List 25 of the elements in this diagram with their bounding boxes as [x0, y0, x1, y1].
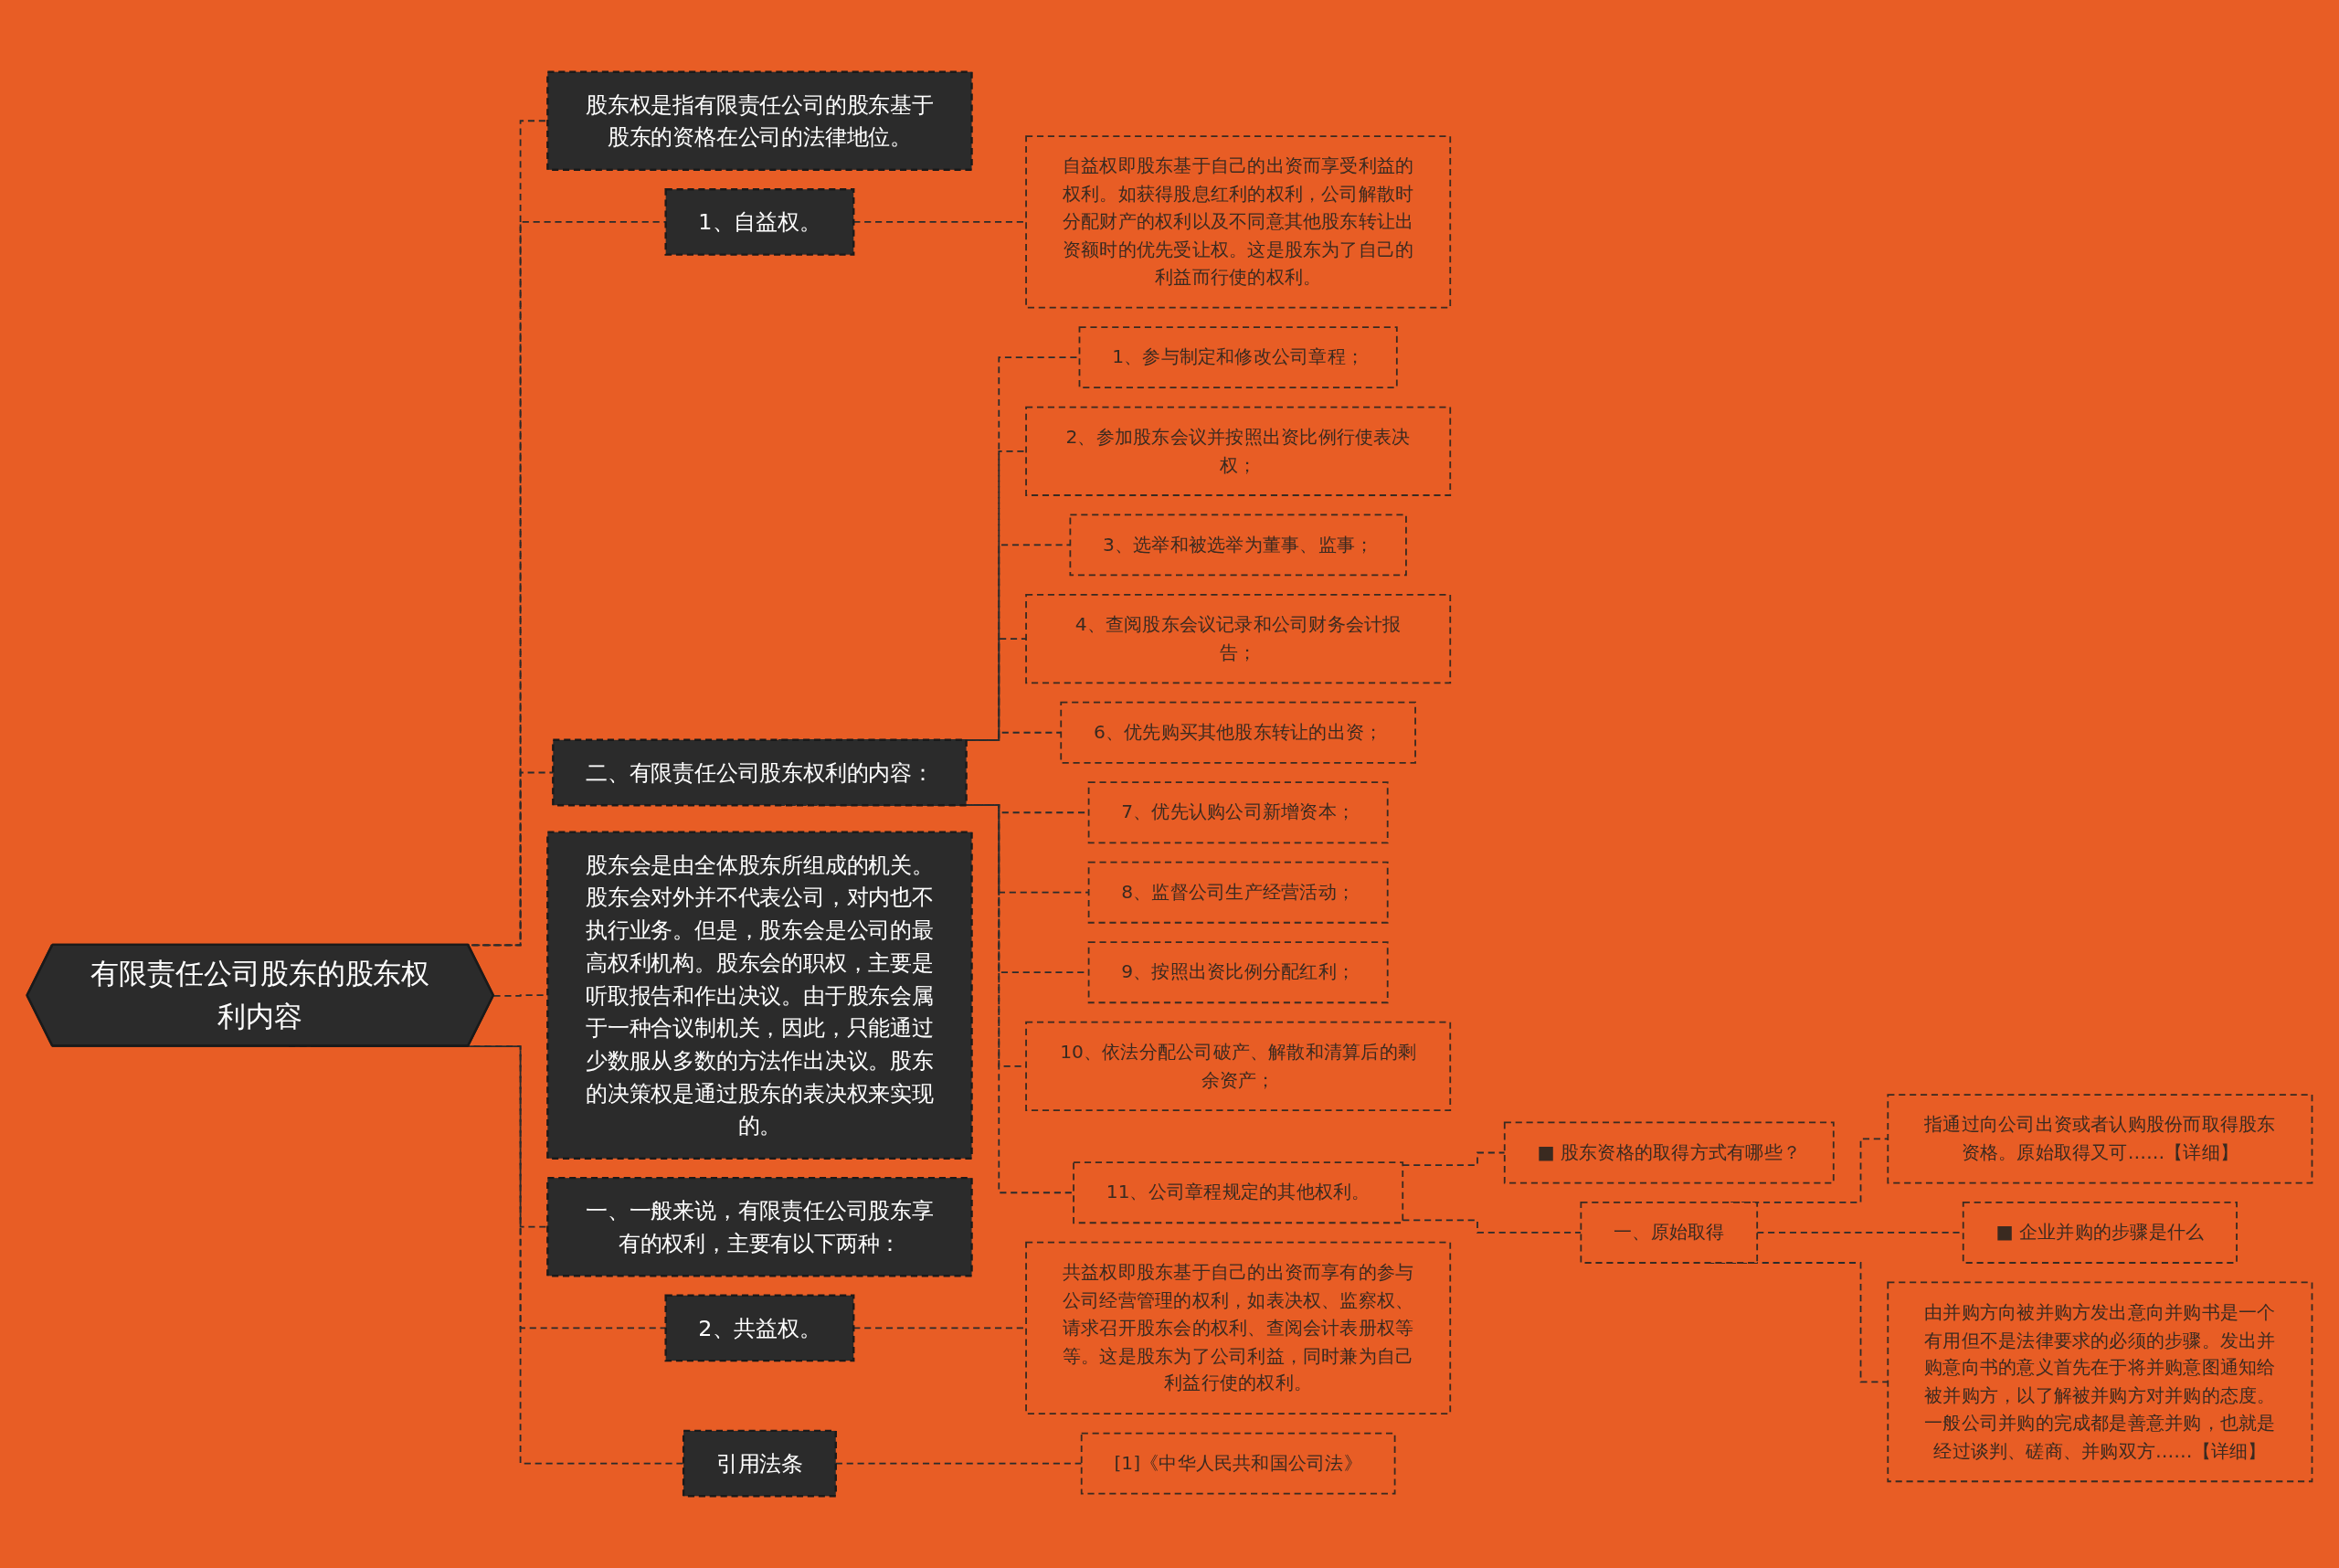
node-box: 一、原始取得 [1580, 1202, 1759, 1264]
node-box: 7、优先认购公司新增资本； [1087, 781, 1389, 844]
node-box: 股东会是由全体股东所组成的机关。股东会对外并不代表公司，对内也不执行业务。但是，股东会是公司的最高权利机构。股东会的职权，主要是听取报告和作出决议。由于股东会属于一种合议制机关，因此，只能通过少数服从多数的方法作出决议。股东的决策权是通过股东的表决权来实现的。 [546, 831, 973, 1160]
node-box: 指通过向公司出资或者认购股份而取得股东资格。原始取得又可……【详细】 [1887, 1094, 2313, 1184]
node-box: 10、依法分配公司破产、解散和清算后的剩余资产； [1025, 1021, 1452, 1111]
node-box: 6、优先购买其他股东转让的出资； [1060, 701, 1416, 764]
node-box: 9、按照出资比例分配红利； [1087, 941, 1389, 1004]
node-box: 一、一般来说，有限责任公司股东享有的权利，主要有以下两种： [546, 1176, 973, 1277]
node-box: ■ 企业并购的步骤是什么 [1962, 1202, 2238, 1264]
node-box: 引用法条 [682, 1429, 837, 1498]
node-box: 1、自益权。 [664, 188, 855, 256]
node-box: 11、公司章程规定的其他权利。 [1073, 1161, 1404, 1224]
node-box: ■ 股东资格的取得方式有哪些？ [1503, 1121, 1835, 1184]
node-box: 二、有限责任公司股东权利的内容： [552, 738, 968, 807]
node-box: 4、查阅股东会议记录和公司财务会计报告； [1025, 594, 1452, 684]
node-box: 2、参加股东会议并按照出资比例行使表决权； [1025, 406, 1452, 496]
node-box: 2、共益权。 [664, 1294, 855, 1362]
node-box: 自益权即股东基于自己的出资而享受利益的权利。如获得股息红利的权利，公司解散时分配财产的权利以及不同意其他股东转让出资额时的优先受让权。这是股东为了自己的利益而行使的权利。 [1025, 135, 1452, 309]
node-box: [1]《中华人民共和国公司法》 [1080, 1432, 1396, 1495]
node-box: 股东权是指有限责任公司的股东基于股东的资格在公司的法律地位。 [546, 70, 973, 171]
node-box: 由并购方向被并购方发出意向并购书是一个有用但不是法律要求的必须的步骤。发出并购意向书的意义首先在于将并购意图通知给被并购方，以了解被并购方对并购的态度。一般公司并购的完成都是善意并购，也就是经过谈判、磋商、并购双方……【详细】 [1887, 1281, 2313, 1483]
node-box: 共益权即股东基于自己的出资而享有的参与公司经营管理的权利，如表决权、监察权、请求召开股东会的权利、查阅会计表册权等等。这是股东为了公司利益，同时兼为自己利益行使的权利。 [1025, 1241, 1452, 1415]
node-box: 1、参与制定和修改公司章程； [1078, 326, 1398, 389]
node-box: 3、选举和被选举为董事、监事； [1069, 514, 1407, 577]
node-box: 8、监督公司生产经营活动； [1087, 861, 1389, 924]
